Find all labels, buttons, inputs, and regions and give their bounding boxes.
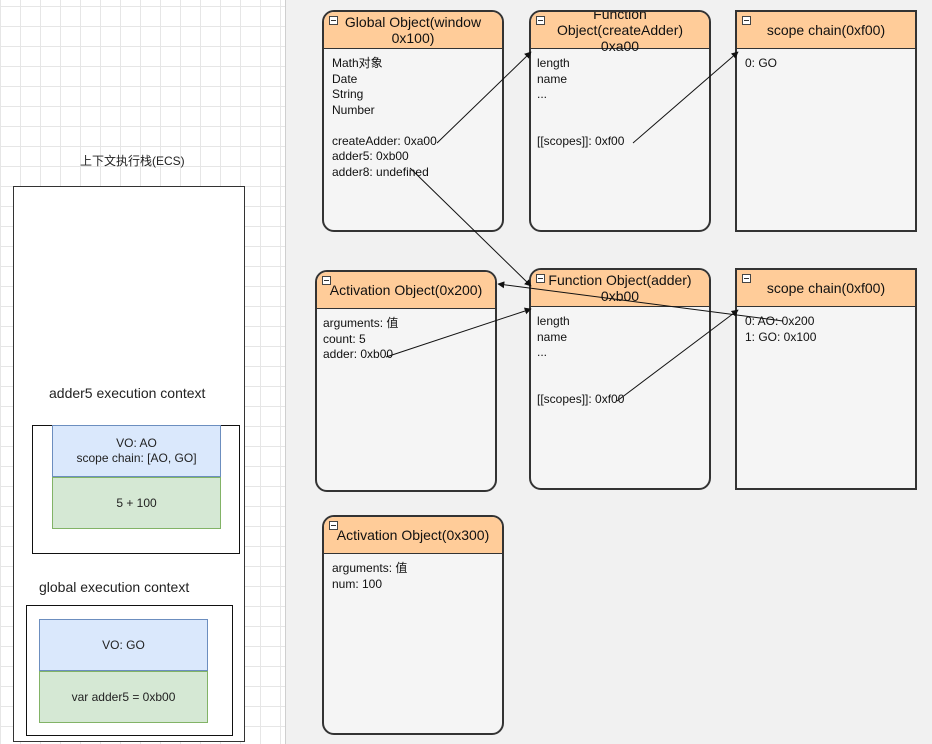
function-object-adder-header: Function Object(adder) 0xb00 xyxy=(531,270,709,307)
global-object-body: Math对象 Date String Number createAdder: 0… xyxy=(332,56,498,180)
activation-object-300-box[interactable]: Activation Object(0x300) arguments: 值 nu… xyxy=(322,515,504,735)
collapse-icon[interactable] xyxy=(742,16,751,25)
activation-object-200-body: arguments: 值 count: 5 adder: 0xb00 xyxy=(323,316,491,363)
sc1-line-go: 0: GO xyxy=(745,56,778,70)
scope-chain-2-header: scope chain(0xf00) xyxy=(737,270,915,307)
function-object-adder-box[interactable]: Function Object(adder) 0xb00 length name… xyxy=(529,268,711,490)
ecs-canvas: 上下文执行栈(ECS) adder5 execution context VO:… xyxy=(0,0,285,744)
function-object-createadder-body: length name ... [[scopes]]: 0xf00 xyxy=(537,56,705,149)
go-line-adder5: adder5: 0xb00 xyxy=(332,149,409,163)
collapse-icon[interactable] xyxy=(329,521,338,530)
go-line-string: String xyxy=(332,87,364,101)
fo-adder-line-blank xyxy=(537,361,705,377)
fo-create-line-blank xyxy=(537,103,705,119)
global-object-title: Global Object(window 0x100) xyxy=(344,14,482,46)
scope-chain-1-box[interactable]: scope chain(0xf00) 0: GO xyxy=(735,10,917,232)
adder5-code-cell: 5 + 100 xyxy=(52,477,221,529)
sc2-line-go: 1: GO: 0x100 xyxy=(745,329,817,344)
adder5-vo-text: VO: AO xyxy=(116,436,157,450)
adder5-vo-cell: VO: AO scope chain: [AO, GO] xyxy=(52,425,221,477)
scope-chain-1-title: scope chain(0xf00) xyxy=(766,22,886,38)
collapse-icon[interactable] xyxy=(742,274,751,283)
global-object-header: Global Object(window 0x100) xyxy=(324,12,502,49)
ao200-line-count: count: 5 xyxy=(323,331,366,346)
fo-adder-line-length: length xyxy=(537,314,570,328)
activation-object-300-header: Activation Object(0x300) xyxy=(324,517,502,554)
collapse-icon[interactable] xyxy=(536,16,545,25)
function-object-createadder-header: Function Object(createAdder) 0xa00 xyxy=(531,10,709,54)
fo-adder-line-ellipsis: ... xyxy=(537,345,548,359)
global-code-cell: var adder5 = 0xb00 xyxy=(39,671,208,723)
fo-create-line-blank xyxy=(537,118,705,134)
ao300-line-num: num: 100 xyxy=(332,576,383,591)
fo-create-line-ellipsis: ... xyxy=(537,87,548,101)
function-object-adder-address: 0xb00 xyxy=(600,288,640,304)
function-object-adder-body: length name ... [[scopes]]: 0xf00 xyxy=(537,314,705,407)
adder5-context-title: adder5 execution context xyxy=(49,385,206,401)
global-vo-cell: VO: GO xyxy=(39,619,208,671)
fo-create-line-name: name xyxy=(537,71,568,86)
function-object-adder-title: Function Object(adder) xyxy=(548,272,692,288)
function-object-createadder-title: Function Object(createAdder) xyxy=(556,10,684,38)
activation-object-200-title: Activation Object(0x200) xyxy=(329,282,483,298)
global-context-title: global execution context xyxy=(39,579,190,595)
global-object-box[interactable]: Global Object(window 0x100) Math对象 Date … xyxy=(322,10,504,232)
collapse-icon[interactable] xyxy=(322,276,331,285)
scope-chain-1-header: scope chain(0xf00) xyxy=(737,12,915,49)
ao300-line-arguments: arguments: 值 xyxy=(332,561,408,575)
fo-adder-line-name: name xyxy=(537,329,568,344)
activation-object-200-box[interactable]: Activation Object(0x200) arguments: 值 co… xyxy=(315,270,497,492)
scope-chain-2-title: scope chain(0xf00) xyxy=(766,280,886,296)
sc2-line-ao: 0: AO: 0x200 xyxy=(745,314,815,328)
go-line-math: Math对象 xyxy=(332,56,383,70)
fo-adder-line-scopes: [[scopes]]: 0xf00 xyxy=(537,391,625,406)
collapse-icon[interactable] xyxy=(536,274,545,283)
collapse-icon[interactable] xyxy=(329,16,338,25)
global-vo-text: VO: GO xyxy=(102,637,145,652)
adder5-scope-chain-text: scope chain: [AO, GO] xyxy=(76,451,197,465)
fo-create-line-length: length xyxy=(537,56,570,70)
fo-adder-line-blank xyxy=(537,376,705,392)
go-line-date: Date xyxy=(332,71,358,86)
scope-chain-2-box[interactable]: scope chain(0xf00) 0: AO: 0x200 1: GO: 0… xyxy=(735,268,917,490)
activation-object-200-header: Activation Object(0x200) xyxy=(317,272,495,309)
ecs-title: 上下文执行栈(ECS) xyxy=(80,154,185,168)
function-object-createadder-address: 0xa00 xyxy=(600,38,640,54)
activation-object-300-body: arguments: 值 num: 100 xyxy=(332,561,498,592)
go-line-createadder: createAdder: 0xa00 xyxy=(332,133,437,148)
go-line-blank xyxy=(332,118,498,134)
function-object-createadder-box[interactable]: Function Object(createAdder) 0xa00 lengt… xyxy=(529,10,711,232)
ao200-line-arguments: arguments: 值 xyxy=(323,316,399,330)
go-line-adder8: adder8: undefined xyxy=(332,164,429,179)
adder5-code-text: 5 + 100 xyxy=(116,495,157,510)
ao200-line-adder: adder: 0xb00 xyxy=(323,347,394,361)
pane-divider xyxy=(285,0,286,744)
scope-chain-2-body: 0: AO: 0x200 1: GO: 0x100 xyxy=(745,314,911,345)
scope-chain-1-body: 0: GO xyxy=(745,56,911,72)
activation-object-300-title: Activation Object(0x300) xyxy=(336,527,490,543)
global-code-text: var adder5 = 0xb00 xyxy=(71,689,176,704)
fo-create-line-scopes: [[scopes]]: 0xf00 xyxy=(537,133,625,148)
go-line-number: Number xyxy=(332,102,375,117)
